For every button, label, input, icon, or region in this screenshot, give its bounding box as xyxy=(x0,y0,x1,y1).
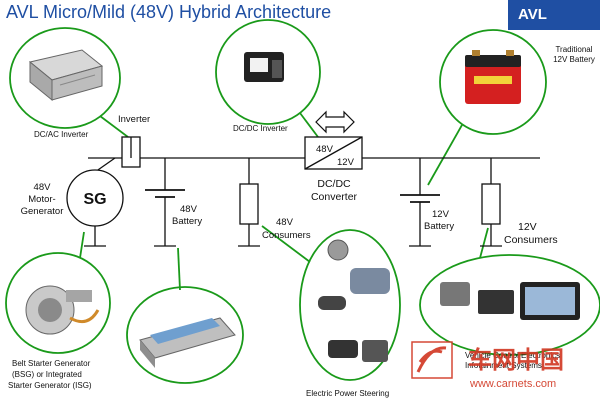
bidirectional-arrow-icon xyxy=(315,110,355,134)
dcdc-inverter-image xyxy=(244,52,284,82)
consumers12-label-line2: Consumers xyxy=(504,234,558,246)
bsg-image xyxy=(25,285,100,335)
avl-logo: AVL xyxy=(508,0,600,30)
battery48-image xyxy=(139,317,236,368)
eps-label: Electric Power Steering xyxy=(306,389,389,398)
consumers48-label-line1: 48V xyxy=(276,217,294,228)
battery12-label-line2: Battery xyxy=(424,221,454,232)
consumers12-label-line1: 12V xyxy=(518,221,537,233)
dcdc-converter-label-line1: DC/DC xyxy=(317,178,351,190)
motor-gen-label-line3: Generator xyxy=(21,206,64,217)
bsg-label-line1: Belt Starter Generator xyxy=(12,359,91,368)
battery12-label-line1: 12V xyxy=(432,209,450,220)
converter-box-12v: 12V xyxy=(337,157,355,168)
page-title: AVL Micro/Mild (48V) Hybrid Architecture xyxy=(6,2,332,22)
motor-gen-label-line1: 48V xyxy=(34,182,52,193)
consumers12-block xyxy=(481,183,501,225)
watermark: 车网中国 www.carnets.com xyxy=(411,341,564,390)
sg-label: SG xyxy=(83,191,106,208)
bsg-label-line2: (BSG) or Integrated xyxy=(12,370,82,379)
dcac-inverter-label: DC/AC Inverter xyxy=(34,130,89,139)
infotainment-label-line1: Vehicle Control Electronics xyxy=(465,351,560,360)
traditional-battery-image xyxy=(465,50,521,104)
motor-gen-label-line2: Motor- xyxy=(28,194,55,205)
infotainment-image xyxy=(440,282,580,320)
converter-box-48v: 48V xyxy=(316,144,334,155)
dcac-inverter-image xyxy=(28,49,104,102)
consumers48-label-line2: Consumers xyxy=(262,230,311,241)
inverter-label: Inverter xyxy=(118,114,150,125)
dcdc-converter-label-line2: Converter xyxy=(311,191,358,203)
battery48-label-line1: 48V xyxy=(180,204,198,215)
bsg-label-line3: Starter Generator (ISG) xyxy=(8,381,92,390)
eps-image xyxy=(318,239,390,362)
watermark-url: www.carnets.com xyxy=(469,378,556,390)
traditional-battery-label-line1: Traditional xyxy=(555,45,592,54)
traditional-battery-label-line2: 12V Battery xyxy=(553,55,595,64)
watermark-cn-text: 车网中国 xyxy=(468,346,564,374)
battery48-label-line2: Battery xyxy=(172,216,202,227)
infotainment-label-line2: Infotainment Systems xyxy=(465,361,542,370)
dcdc-inverter-label: DC/DC Inverter xyxy=(233,124,288,133)
consumers48-block xyxy=(239,183,259,225)
